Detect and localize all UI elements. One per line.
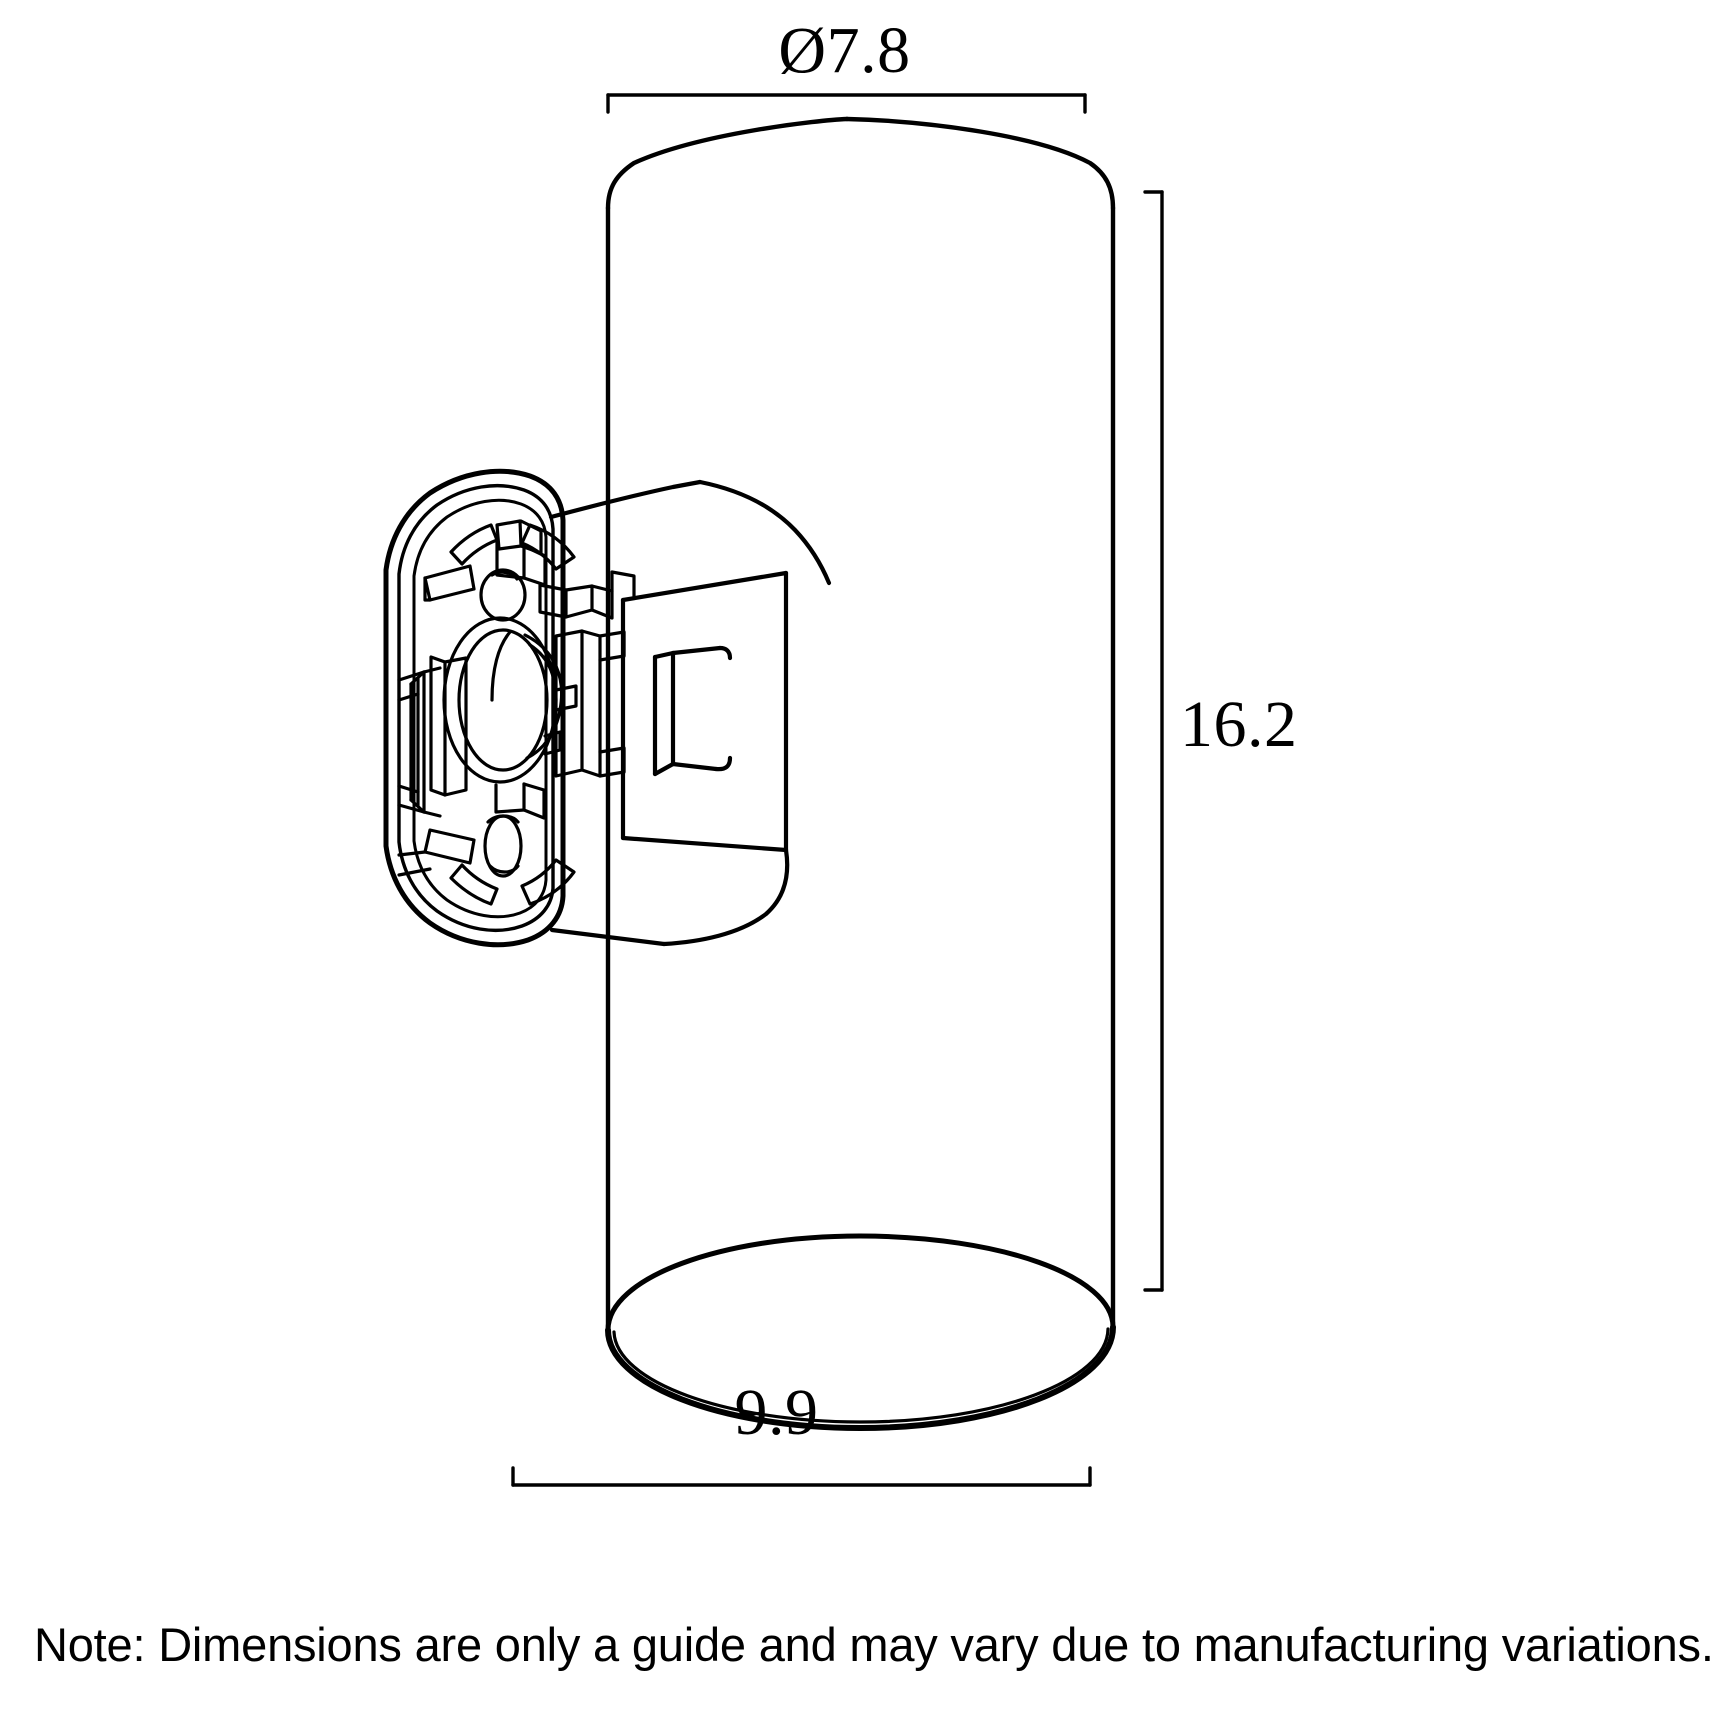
dimension-label-height-right: 16.2 <box>1180 688 1298 761</box>
manufacturing-note: Note: Dimensions are only a guide and ma… <box>34 1618 1713 1671</box>
bracket-clip-detail <box>652 645 733 777</box>
dimension-label-depth-bottom: 9.9 <box>734 1376 819 1449</box>
dimension-label-diameter-top: Ø7.8 <box>778 14 911 87</box>
cylinder-body <box>605 116 1116 1431</box>
dimension-line-bottom <box>511 1466 1092 1487</box>
back-box <box>548 479 832 947</box>
dimension-line-top <box>606 93 1087 114</box>
wall-bracket-plate <box>383 468 566 948</box>
dimension-line-right <box>1143 190 1164 1292</box>
bracket-internal-ribs <box>397 519 636 906</box>
